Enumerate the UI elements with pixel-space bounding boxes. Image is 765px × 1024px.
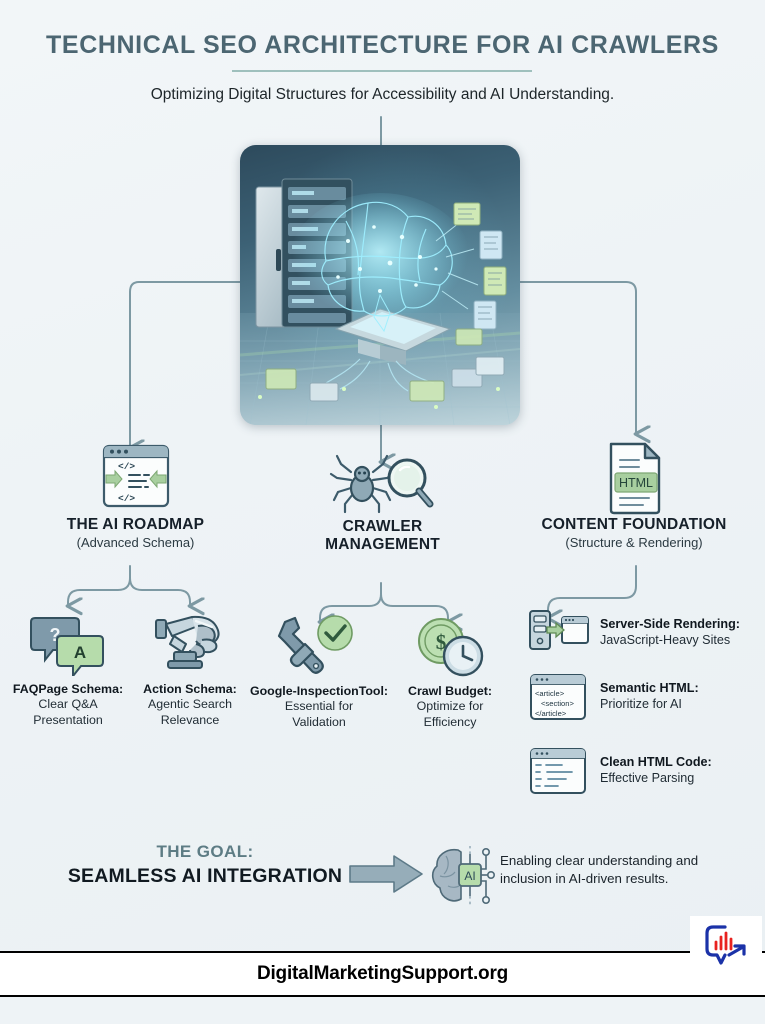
leaf-faqpage-schema: ? A FAQPage Schema: Clear Q&A Presentati… [6,610,130,729]
leaf-desc-line1: Agentic Search [147,696,233,711]
code-line-1: <article> [535,689,565,698]
row-semantic-html: <article> <section> </article> Semantic … [528,672,699,720]
brand-logo[interactable] [690,916,762,978]
leaf-desc-line2: Efficiency [423,714,477,729]
pillar-content-foundation: HTML CONTENT FOUNDATION (Structure & Ren… [505,436,763,550]
pillar-title-line2: MANAGEMENT [325,536,440,554]
pillar-subtitle: (Structure & Rendering) [565,535,703,551]
coin-clock-icon: $ [390,612,510,678]
goal-desc-line1: Enabling clear understanding and [500,853,699,868]
bottom-strip [0,997,765,1024]
code-line-3: </article> [535,709,567,718]
spider-magnifier-icon [250,446,515,518]
leaf-title: Google-InspectionTool: [249,684,389,698]
code-window-icon: </> </> [3,436,268,516]
svg-text:</>: </> [118,493,135,504]
svg-text:</>: </> [118,461,135,472]
qa-speech-bubbles-icon: ? A [6,610,130,676]
leaf-crawl-budget: $ Crawl Budget: Optimize for Efficiency [390,612,510,731]
pillar-title-line1: CRAWLER [342,518,423,535]
svg-text:A: A [74,643,86,662]
row-title: Server-Side Rendering: [600,616,740,631]
title-divider [232,70,532,72]
svg-text:HTML: HTML [619,476,653,490]
row-desc: JavaScript-Heavy Sites [600,633,731,647]
clean-code-window-icon [528,746,590,794]
leaf-google-inspection-tool: Google-InspectionTool: Essential for Val… [248,612,390,731]
wrench-checkmark-icon [248,612,390,678]
goal-text-block: THE GOAL: SEAMLESS AI INTEGRATION [60,842,350,888]
chat-bar-chart-arrow-logo [705,925,746,965]
row-title: Semantic HTML: [600,680,699,695]
ai-chip-label: AI [464,869,475,883]
row-desc: Effective Parsing [600,771,695,785]
pillar-ai-roadmap: </> </> THE AI ROADMAP (Advanced Schema) [3,436,268,550]
right-arrow-icon [349,855,423,893]
leaf-desc-line2: Presentation [33,712,103,727]
semantic-tags-window-icon: <article> <section> </article> [528,672,590,720]
pillar-crawler-management: CRAWLER MANAGEMENT [250,446,515,555]
goal-kicker: THE GOAL: [156,842,254,861]
html-document-icon: HTML [505,436,763,516]
ai-brain-server-illustration [240,178,520,425]
leaf-action-schema: Action Schema: Agentic Search Relevance [128,610,252,729]
leaf-title: Action Schema: [143,682,237,696]
goal-description: Enabling clear understanding and inclusi… [500,852,740,889]
footer-site-name: DigitalMarketingSupport.org [256,963,509,984]
goal-desc-line2: inclusion in AI-driven results. [500,871,669,887]
hero-ai-illustration [240,145,520,425]
row-server-side-rendering: Server-Side Rendering: JavaScript-Heavy … [528,608,740,656]
page-subtitle: Optimizing Digital Structures for Access… [150,86,615,103]
row-title: Clean HTML Code: [600,754,712,769]
leaf-desc-line2: Validation [292,714,346,729]
pillar-title: CONTENT FOUNDATION [541,516,727,533]
code-line-2: <section> [541,699,574,708]
leaf-title: Crawl Budget: [408,684,492,698]
goal-section: THE GOAL: SEAMLESS AI INTEGRATION AI [0,842,765,912]
leaf-title: FAQPage Schema: [12,682,124,696]
pillar-title: THE AI ROADMAP [66,516,205,533]
row-desc: Prioritize for AI [600,697,682,711]
svg-text:$: $ [436,630,447,654]
server-to-browser-icon [528,608,590,656]
page-title: TECHNICAL SEO ARCHITECTURE FOR AI CRAWLE… [46,31,719,59]
robot-arm-icon [128,610,252,676]
leaf-desc-line2: Relevance [160,712,220,727]
leaf-desc-line1: Clear Q&A [38,696,98,711]
goal-headline: SEAMLESS AI INTEGRATION [67,865,343,887]
leaf-desc-line1: Optimize for [416,698,484,713]
leaf-desc-line1: Essential for [284,698,354,713]
svg-text:?: ? [50,625,61,645]
ai-chip-brain-icon: AI [431,846,495,906]
footer-bar: DigitalMarketingSupport.org [0,951,765,997]
pillar-subtitle: (Advanced Schema) [76,535,195,551]
row-clean-html-code: Clean HTML Code: Effective Parsing [528,746,712,794]
